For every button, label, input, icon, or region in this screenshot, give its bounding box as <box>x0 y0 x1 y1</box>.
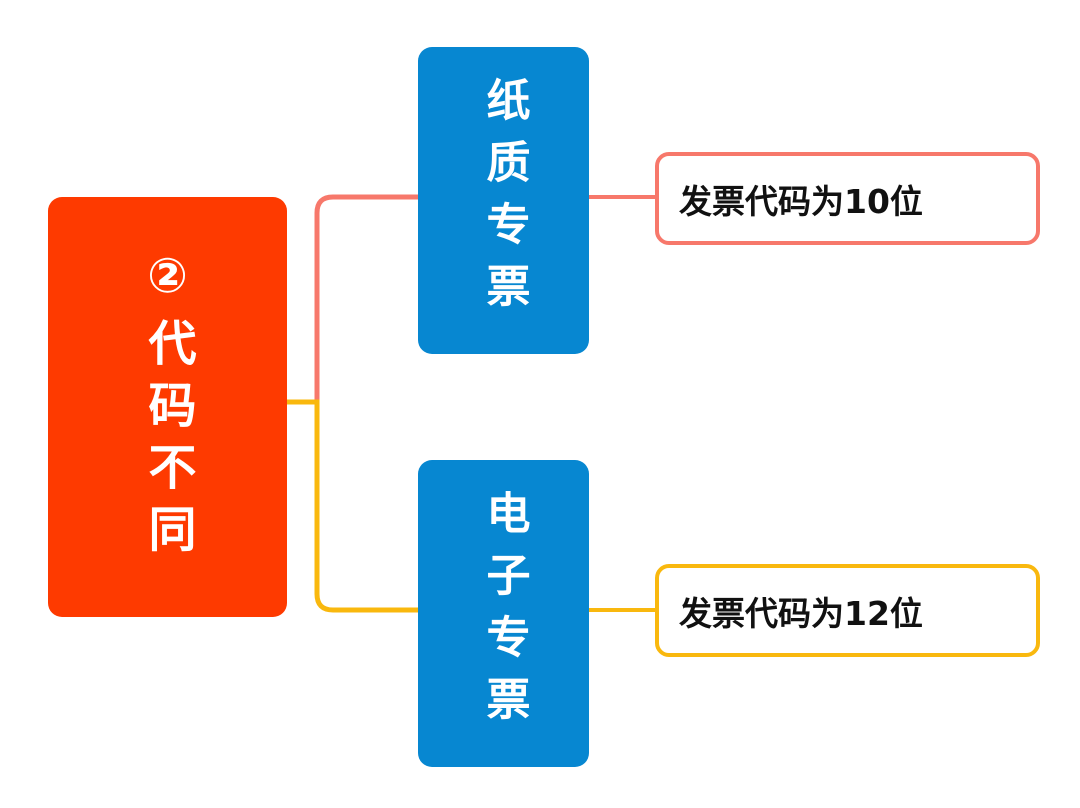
branch-label-paper: 纸质专票 <box>478 76 530 325</box>
root-label: ②代码不同 <box>139 248 196 566</box>
branch-label-electronic: 电子专票 <box>478 489 530 738</box>
leaf-label-electronic-detail: 发票代码为12位 <box>679 593 923 633</box>
leaf-node-paper-detail: 发票代码为10位 <box>655 152 1040 245</box>
leaf-node-electronic-detail: 发票代码为12位 <box>655 564 1040 657</box>
connector-root-to-paper <box>287 194 418 405</box>
connector-root-to-electronic <box>287 399 418 613</box>
leaf-label-paper-detail: 发票代码为10位 <box>679 181 923 221</box>
root-node: ②代码不同 <box>48 197 287 617</box>
branch-node-paper: 纸质专票 <box>418 47 589 354</box>
branch-node-electronic: 电子专票 <box>418 460 589 767</box>
